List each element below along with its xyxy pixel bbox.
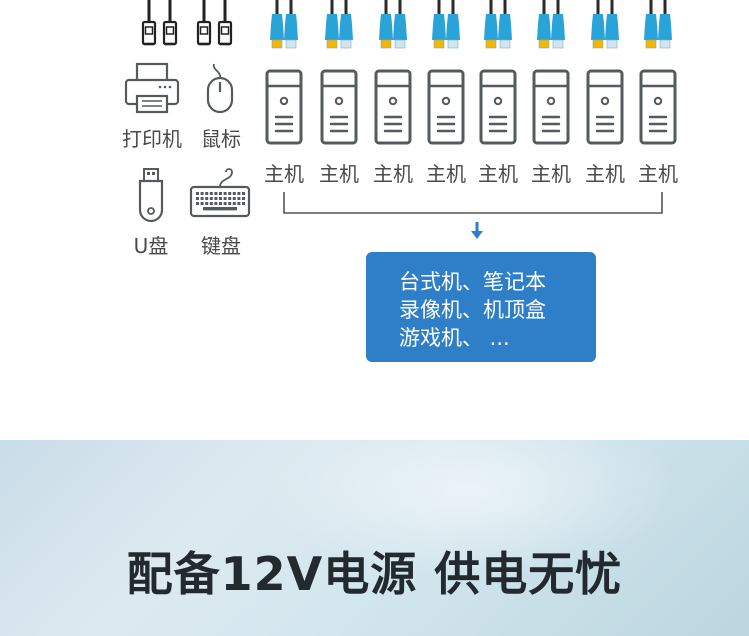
host-label-4: 主机 <box>426 162 466 186</box>
host-label-5: 主机 <box>478 162 518 186</box>
host-tower-icon <box>374 69 412 145</box>
callout-line-1: 台式机、笔记本 <box>399 270 546 294</box>
keyboard-icon <box>189 168 251 218</box>
hdmi-usb-cable-pair-icon <box>379 0 407 49</box>
mouse-icon <box>206 63 234 114</box>
host-label-7: 主机 <box>585 162 625 186</box>
banner-glow <box>260 440 680 580</box>
connection-diagram: 打印机 鼠标 U盘 键盘 主机 主机 主机 主机 主机 主机 主机 主机 台式机… <box>122 0 678 362</box>
device-types-callout: 台式机、笔记本 录像机、机顶盒 游戏机、 ... <box>366 252 596 362</box>
callout-line-2: 录像机、机顶盒 <box>399 298 546 322</box>
host-tower-icon <box>479 69 517 145</box>
mouse-label: 鼠标 <box>201 127 241 151</box>
host-label-8: 主机 <box>638 162 678 186</box>
host-label-3: 主机 <box>373 162 413 186</box>
hdmi-usb-cable-pair-icon <box>432 0 460 49</box>
host-tower-icon <box>532 69 570 145</box>
usb-cable-icon <box>162 0 178 46</box>
usb-cable-icon <box>217 0 233 46</box>
host-tower-icon <box>427 69 465 145</box>
host-tower-icon <box>586 69 624 145</box>
usb-cable-icon <box>196 0 212 46</box>
printer-icon <box>124 62 180 114</box>
banner-headline: 配备12V电源 供电无忧 <box>126 547 623 601</box>
host-label-2: 主机 <box>319 162 359 186</box>
usb-drive-label: U盘 <box>133 234 169 258</box>
host-label-1: 主机 <box>264 162 304 186</box>
hdmi-usb-cable-pair-icon <box>537 0 565 49</box>
hdmi-usb-cable-pair-icon <box>270 0 298 49</box>
keyboard-label: 键盘 <box>201 234 241 258</box>
usb-cable-icon <box>141 0 157 46</box>
host-tower-icon <box>639 69 677 145</box>
host-tower-icon <box>265 69 303 145</box>
host-tower-icon <box>320 69 358 145</box>
hdmi-usb-cable-pair-icon <box>591 0 619 49</box>
diagram-graphics <box>124 0 677 239</box>
hdmi-usb-cable-pair-icon <box>325 0 353 49</box>
callout-line-3: 游戏机、 ... <box>399 326 510 350</box>
host-label-6: 主机 <box>531 162 571 186</box>
power-banner: 配备12V电源 供电无忧 <box>0 440 749 636</box>
usb-drive-icon <box>138 168 164 223</box>
host-bracket <box>283 192 663 214</box>
hdmi-usb-cable-pair-icon <box>484 0 512 49</box>
down-arrow-icon <box>471 231 483 239</box>
hdmi-usb-cable-pair-icon <box>644 0 672 49</box>
printer-label: 打印机 <box>122 127 182 151</box>
